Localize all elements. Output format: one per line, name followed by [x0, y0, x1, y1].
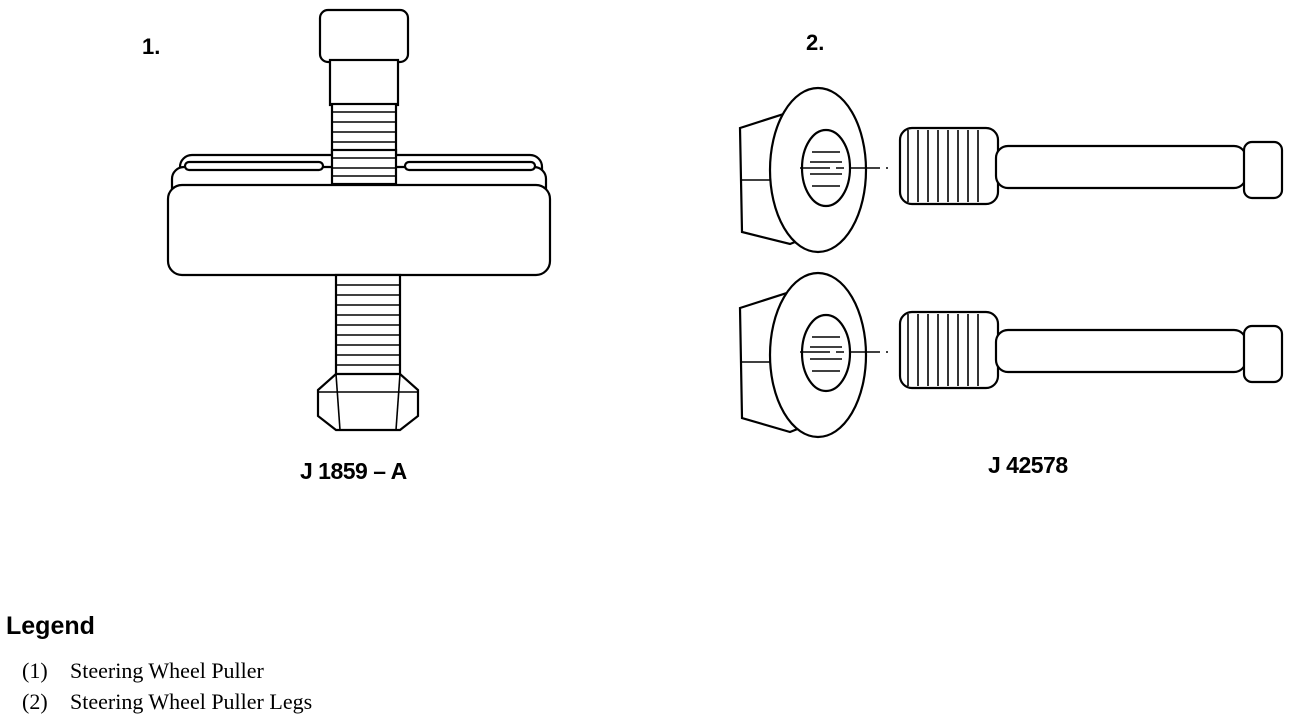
item-1-number: 1. [142, 34, 161, 59]
legend-item-index: (2) [22, 689, 48, 714]
item-2-tool-code: J 42578 [988, 452, 1068, 478]
legend-item-index: (1) [22, 658, 48, 683]
puller-leg-illustration [738, 86, 1284, 439]
legend-item: (2) Steering Wheel Puller Legs [22, 686, 312, 717]
item-2-number: 2. [806, 30, 825, 55]
item-1-tool-code: J 1859 – A [300, 458, 407, 484]
legend-item: (1) Steering Wheel Puller [22, 655, 312, 686]
legend-item-text: Steering Wheel Puller [70, 658, 264, 683]
legend-list: (1) Steering Wheel Puller (2) Steering Whe… [22, 655, 312, 717]
legend-title: Legend [6, 612, 95, 640]
legend-item-text: Steering Wheel Puller Legs [70, 689, 313, 714]
steering-wheel-puller-illustration [166, 8, 552, 432]
